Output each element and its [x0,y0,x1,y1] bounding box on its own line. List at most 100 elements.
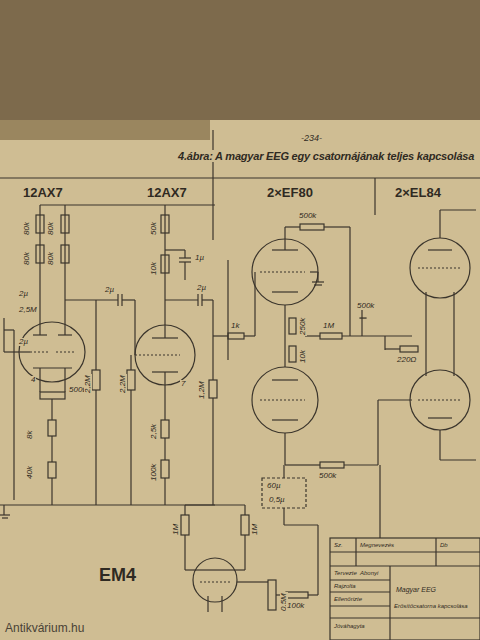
wire-line [40,204,215,205]
wire-line [244,535,245,570]
wire-line [330,565,480,566]
component-outline [268,580,276,610]
tube-type: 2×EL84 [394,186,442,199]
wire-line [379,465,380,538]
wire-line [260,399,305,400]
component-outline [36,215,44,233]
title-block-cell: Sz. [334,542,343,548]
wire-line [284,227,285,250]
wire-line [330,551,480,552]
component-value: 50k [150,221,158,236]
component-outline [161,460,169,478]
title-block-cell: Rajzolta [334,583,356,589]
title-block-cell: Abonyi [360,570,378,576]
wire-line [272,291,298,292]
wire-line [439,430,440,460]
wire-line [134,300,135,355]
tube-type: EM4 [98,566,137,584]
wire-line [33,367,72,368]
component-outline [0,0,480,120]
wire-line [3,505,4,515]
wire-line [283,465,284,478]
wire-line [184,505,185,515]
wire-line [435,538,436,566]
wire-line [39,368,40,392]
wire-line [212,398,213,505]
wire-line [428,249,452,250]
wire-line [285,464,305,465]
component-value: 2,5M [18,306,38,314]
wire-line [440,209,476,210]
wire-line [205,569,225,570]
component-outline [320,462,344,468]
wire-line [284,305,285,367]
page-number: -234- [300,134,323,143]
wire-line [272,379,298,380]
component-outline [228,333,244,339]
wire-line [39,205,40,335]
component-outline [320,333,342,339]
component-outline [360,317,366,318]
wire-line [284,524,318,525]
component-value: 100k [150,463,158,482]
wire-line [212,178,213,240]
component-outline [289,346,296,362]
wire-line [330,579,390,580]
component-value: 80k [23,251,31,266]
wire-line [330,591,390,592]
component-value: 7 [180,380,186,388]
wire-line [440,459,476,460]
component-outline [61,245,69,263]
wire-line [284,433,285,465]
wire-line [130,355,131,370]
wire-line [285,226,300,227]
component-value: 2µ [104,286,115,294]
component-outline [61,215,69,233]
wire-line [355,538,356,566]
wire-line [200,581,230,582]
wire-line [317,272,318,282]
wire-line [51,399,52,420]
wire-line [330,617,480,618]
component-outline [209,380,217,398]
wire-line [179,257,191,258]
component-outline [127,370,135,390]
tube-envelope [252,367,318,433]
tube-type: 2×EF80 [266,186,314,199]
wire-line [122,299,135,300]
component-value: 2,2M [84,374,92,394]
wire-line [312,281,324,282]
component-outline [330,538,480,640]
wire-line [95,300,96,370]
wire-line [13,330,14,500]
wire-line [0,177,480,178]
component-value: 80k [23,221,31,236]
wire-line [202,299,213,300]
wire-line [164,438,165,460]
component-value: 10k [299,349,307,364]
title-block-cell: Tervezte [334,570,357,576]
component-value: 1,2M [198,380,206,400]
component-outline [241,515,249,535]
title-block-cell: Erősítőcsatorna kapcsolása [394,603,468,609]
component-value: 80k [47,251,55,266]
wire-line [164,478,165,505]
component-value: 1M [251,523,259,536]
tube-envelope [410,370,470,430]
component-outline [400,346,418,352]
title-block-cell: Db [440,542,448,548]
title-block-cell: Magyar EEG [396,586,436,593]
wire-line [227,260,228,360]
wire-line [428,417,452,418]
wire-line [0,504,215,505]
component-outline [286,592,308,598]
wire-line [4,351,30,352]
wire-line [425,292,426,376]
wire-line [213,335,228,336]
wire-line [244,335,255,336]
tube-type: 12AX7 [22,186,64,199]
component-outline [0,120,210,140]
wire-line [184,535,185,570]
wire-line [185,569,205,570]
